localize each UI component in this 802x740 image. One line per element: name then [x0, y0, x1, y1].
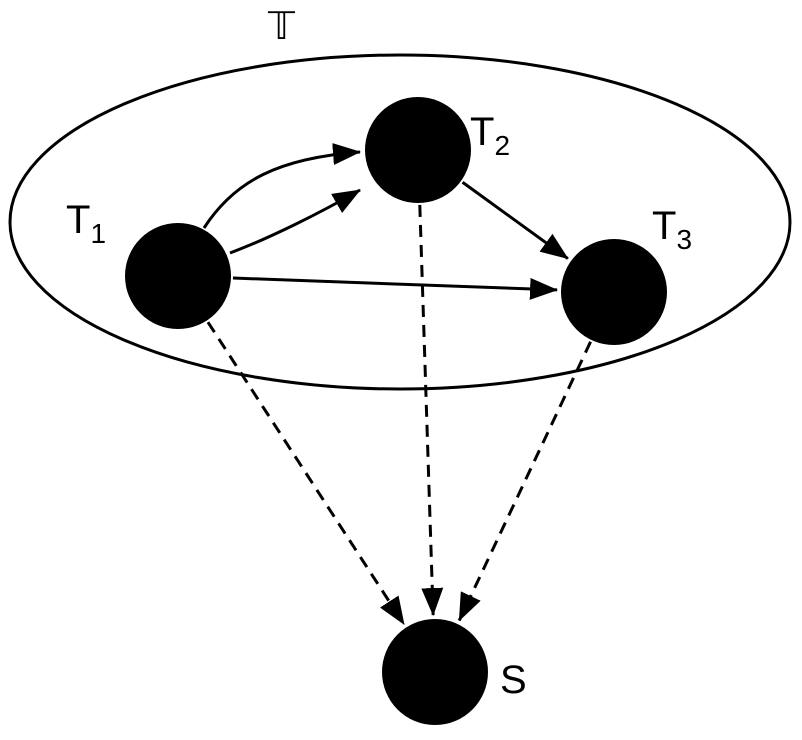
set-ellipse [8, 53, 792, 391]
label-T3: T3 [652, 206, 692, 254]
edge-T1-T2-1 [229, 188, 361, 255]
node-S[interactable] [382, 619, 488, 725]
node-T2[interactable] [365, 97, 471, 203]
edge-T2-S-5 [418, 204, 444, 617]
label-subscript: 2 [494, 130, 511, 161]
label-T2: T2 [470, 112, 510, 160]
edge-T3-S-6 [457, 341, 592, 622]
set-label: 𝕋 [268, 6, 295, 48]
label-subscript: 1 [90, 218, 107, 249]
node-T1[interactable] [125, 223, 231, 329]
edge-T1-T2-0 [202, 143, 361, 229]
label-letter: T [652, 204, 677, 248]
node-T3[interactable] [561, 239, 667, 345]
edge-T1-T3-2 [232, 276, 559, 300]
label-T1: T1 [66, 200, 106, 248]
label-S: S [500, 660, 527, 700]
label-subscript: 3 [676, 224, 693, 255]
label-letter: T [470, 110, 495, 154]
label-letter: T [66, 198, 91, 242]
edge-T1-S-4 [206, 321, 406, 626]
edge-T2-T3-3 [461, 181, 569, 260]
label-letter: S [500, 658, 527, 702]
